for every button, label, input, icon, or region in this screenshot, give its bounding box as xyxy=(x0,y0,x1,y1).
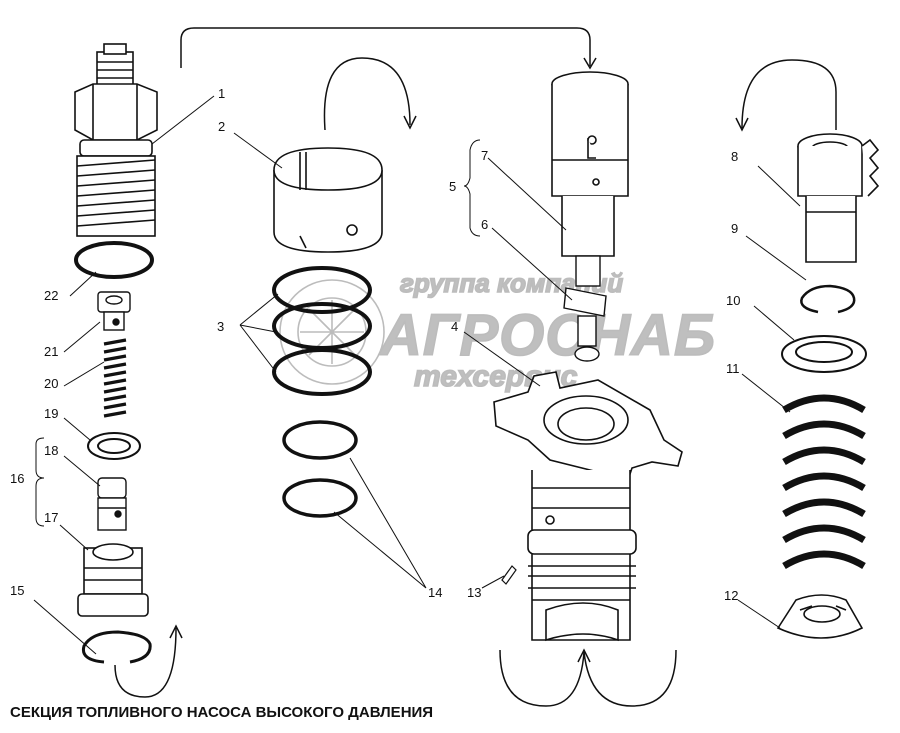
callout-6: 6 xyxy=(481,217,488,232)
part-19-washer xyxy=(87,432,141,460)
arrow-ring-loop xyxy=(323,57,411,131)
callout-8: 8 xyxy=(731,149,738,164)
part-9-snap-ring xyxy=(800,284,856,314)
part-1-fitting xyxy=(74,43,158,237)
callout-5: 5 xyxy=(449,179,456,194)
callout-1: 1 xyxy=(218,86,225,101)
part-3-o-rings xyxy=(272,266,372,396)
part-15-snap-ring xyxy=(81,630,152,664)
part-22-o-ring xyxy=(74,241,154,279)
arrow-bottom-left xyxy=(114,627,177,698)
callout-11: 11 xyxy=(726,361,740,376)
part-13-pin xyxy=(501,565,517,585)
leader-lines xyxy=(33,95,807,655)
callout-7: 7 xyxy=(481,148,488,163)
part-14-o-rings xyxy=(282,420,358,518)
part-21-spring-seat xyxy=(97,291,131,331)
figure-caption: СЕКЦИЯ ТОПЛИВНОГО НАСОСА ВЫСОКОГО ДАВЛЕН… xyxy=(10,704,434,721)
callout-labels: 1 2 3 4 5 6 7 8 9 10 11 12 13 14 15 16 1… xyxy=(10,86,740,603)
callout-21: 21 xyxy=(44,344,58,359)
part-11-spring xyxy=(782,394,866,570)
callout-2: 2 xyxy=(218,119,225,134)
callout-10: 10 xyxy=(726,293,740,308)
part-10-washer xyxy=(781,335,867,373)
callout-12: 12 xyxy=(724,588,738,603)
watermark: группа компаний АГРОСНАБ техсервис xyxy=(279,267,716,394)
callout-18: 18 xyxy=(44,443,58,458)
callout-22: 22 xyxy=(44,288,58,303)
part-2-control-sleeve xyxy=(273,147,383,253)
callout-9: 9 xyxy=(731,221,738,236)
callout-20: 20 xyxy=(44,376,58,391)
part-8-gear-sleeve xyxy=(797,133,880,263)
part-18-valve xyxy=(97,477,127,531)
watermark-main-text: АГРОСНАБ xyxy=(378,303,716,368)
callout-17: 17 xyxy=(44,510,58,525)
part-20-spring xyxy=(103,338,127,418)
arrow-top-bridge xyxy=(180,27,591,68)
part-12-spring-plate xyxy=(776,594,864,639)
callout-19: 19 xyxy=(44,406,58,421)
callout-13: 13 xyxy=(467,585,481,600)
part-7-barrel xyxy=(551,71,629,257)
callout-15: 15 xyxy=(10,583,24,598)
callout-4: 4 xyxy=(451,319,458,334)
part-17-valve-seat xyxy=(77,543,149,617)
arrow-bottom-center xyxy=(499,649,677,707)
arrow-sleeve-loop xyxy=(741,59,837,130)
callout-16: 16 xyxy=(10,471,24,486)
flow-arrows xyxy=(114,27,837,707)
callout-14: 14 xyxy=(428,585,442,600)
part-4-housing xyxy=(493,371,683,642)
part-6-plunger xyxy=(563,255,607,362)
callout-3: 3 xyxy=(217,319,224,334)
